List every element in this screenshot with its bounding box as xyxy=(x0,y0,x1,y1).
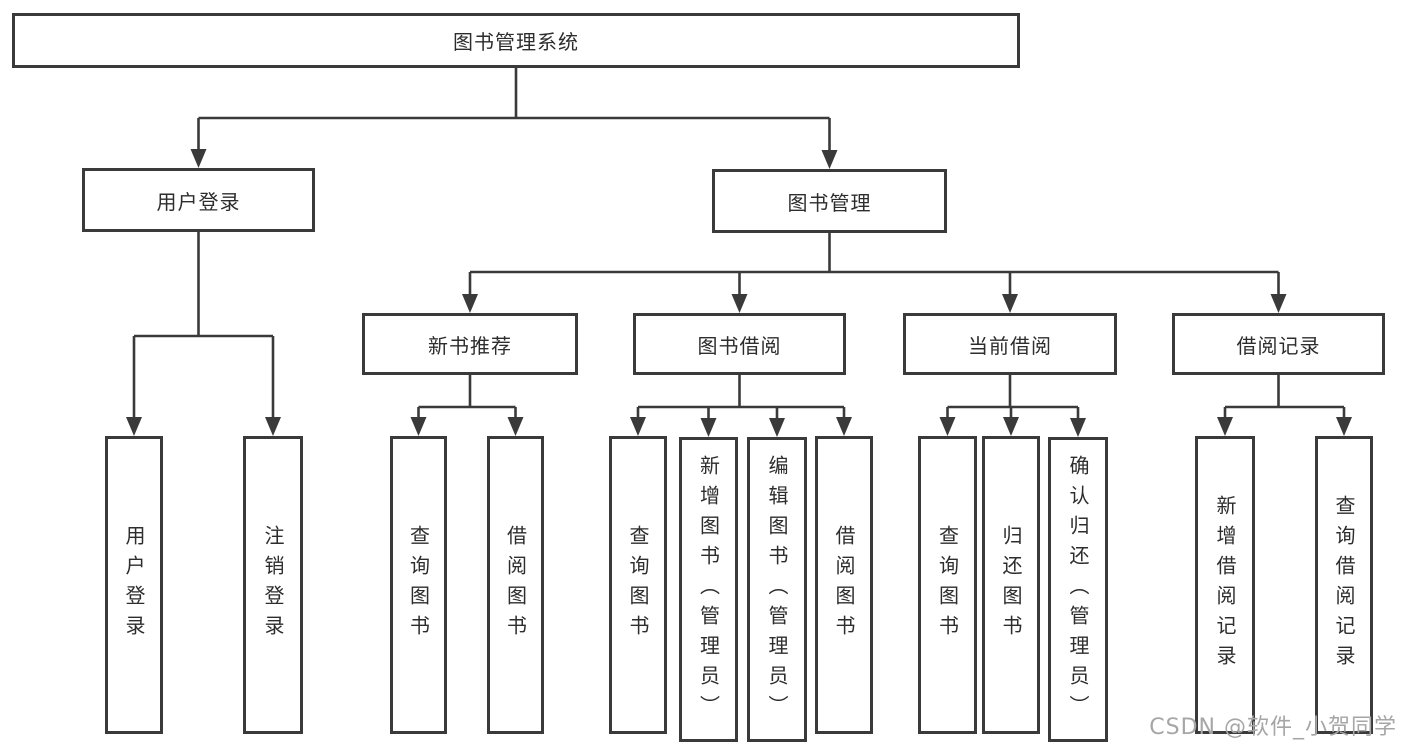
leaf-return-books-label: 归还图书 xyxy=(999,525,1023,645)
leaf-query-borrow-record-label: 查询借阅记录 xyxy=(1332,495,1356,675)
leaf-borrowing-borrow-books-label: 借阅图书 xyxy=(832,525,856,645)
leaf-add-books-admin-label: 新增图书（管理员） xyxy=(696,454,721,725)
leaf-recommend-query-books: 查询图书 xyxy=(390,436,447,734)
node-library-system-label: 图书管理系统 xyxy=(453,30,579,54)
leaf-borrowing-query-books: 查询图书 xyxy=(609,436,667,734)
leaf-recommend-borrow-books: 借阅图书 xyxy=(487,436,544,734)
leaf-borrowing-borrow-books: 借阅图书 xyxy=(815,436,873,734)
node-borrowing-records: 借阅记录 xyxy=(1172,313,1385,375)
leaf-confirm-return-admin: 确认归还（管理员） xyxy=(1048,437,1108,742)
node-new-book-recommend: 新书推荐 xyxy=(362,313,578,375)
node-user-login-label: 用户登录 xyxy=(156,189,241,214)
leaf-borrowing-query-books-label: 查询图书 xyxy=(626,525,650,645)
leaf-return-books: 归还图书 xyxy=(982,436,1040,734)
node-new-book-recommend-label: 新书推荐 xyxy=(428,333,512,358)
node-book-borrowing: 图书借阅 xyxy=(633,313,846,375)
leaf-add-borrow-record-label: 新增借阅记录 xyxy=(1213,495,1237,675)
leaf-add-borrow-record: 新增借阅记录 xyxy=(1195,436,1255,734)
node-book-borrowing-label: 图书借阅 xyxy=(697,333,782,358)
leaf-confirm-return-admin-label: 确认归还（管理员） xyxy=(1066,454,1090,725)
leaf-user-login: 用户登录 xyxy=(105,436,163,734)
node-user-login: 用户登录 xyxy=(82,168,315,232)
leaf-logout: 注销登录 xyxy=(243,436,303,734)
leaf-current-query-books-label: 查询图书 xyxy=(935,525,960,645)
csdn-watermark: CSDN @软件_小贺同学 xyxy=(1149,715,1397,740)
node-borrowing-records-label: 借阅记录 xyxy=(1236,333,1321,358)
node-current-borrowing-label: 当前借阅 xyxy=(968,333,1052,358)
leaf-logout-label: 注销登录 xyxy=(261,525,285,645)
leaf-query-borrow-record: 查询借阅记录 xyxy=(1315,436,1373,734)
leaf-user-login-label: 用户登录 xyxy=(122,525,146,645)
leaf-current-query-books: 查询图书 xyxy=(918,436,977,734)
leaf-edit-books-admin-label: 编辑图书（管理员） xyxy=(765,454,789,725)
node-book-management: 图书管理 xyxy=(712,169,947,233)
leaf-recommend-query-books-label: 查询图书 xyxy=(406,525,431,645)
node-library-system: 图书管理系统 xyxy=(12,13,1020,68)
leaf-edit-books-admin: 编辑图书（管理员） xyxy=(747,437,807,742)
leaf-recommend-borrow-books-label: 借阅图书 xyxy=(503,525,528,645)
leaf-add-books-admin: 新增图书（管理员） xyxy=(679,437,738,742)
node-current-borrowing: 当前借阅 xyxy=(903,313,1117,375)
node-book-management-label: 图书管理 xyxy=(787,190,872,215)
